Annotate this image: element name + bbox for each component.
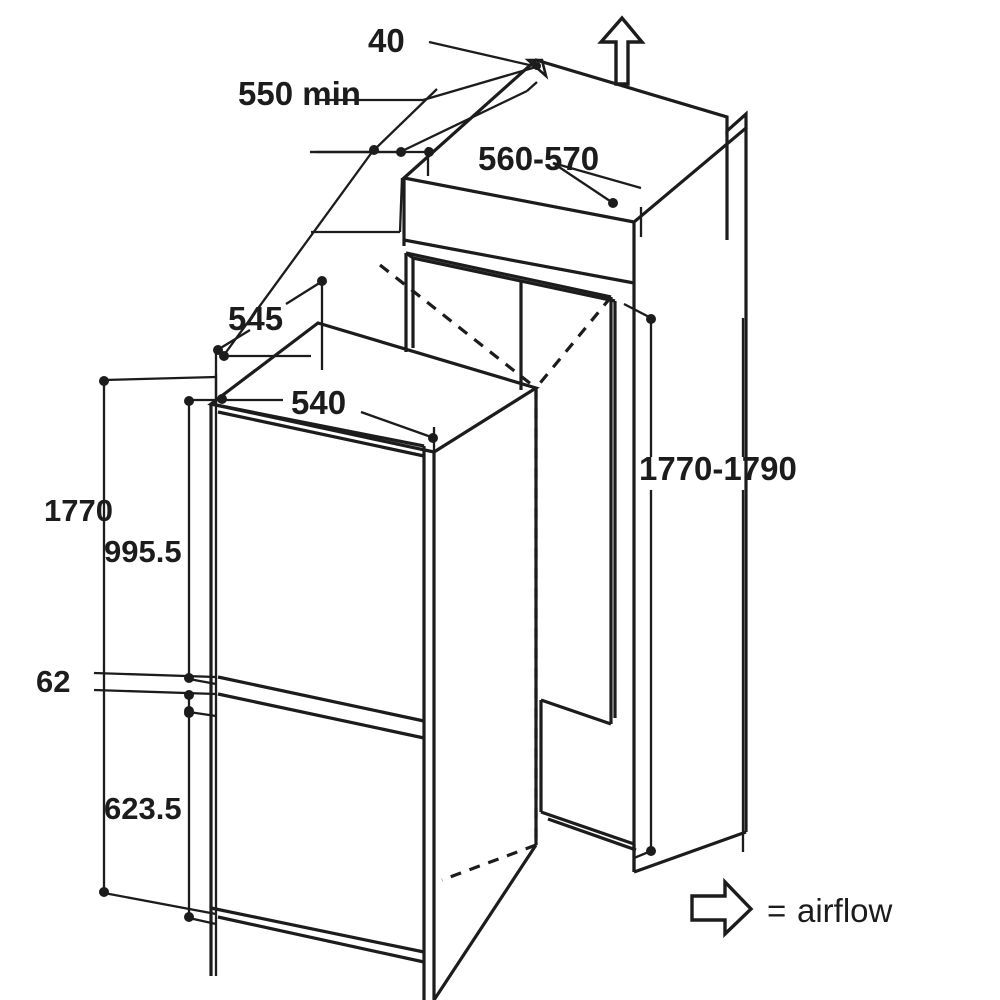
dim-label-545: 545 [228, 300, 283, 337]
dim-label-1770: 1770 [44, 493, 113, 528]
dim-label-995-5: 995.5 [104, 534, 182, 569]
dim-550-min: 550 min [238, 75, 538, 234]
dim-label-623-5: 623.5 [104, 791, 182, 826]
arrow-right-outline-icon [690, 877, 754, 938]
dim-540: 540 [214, 374, 438, 460]
dim-label-540: 540 [291, 384, 346, 421]
hidden-edges-dashed [379, 263, 613, 882]
dim-label-550-min: 550 min [238, 75, 361, 112]
dim-550-min-leader [219, 88, 438, 361]
dim-label-560-570: 560-570 [478, 140, 599, 177]
dim-label-1770-1790: 1770-1790 [639, 450, 797, 487]
dim-995-5: 995.5 [104, 396, 217, 686]
niche-cabinet-outline [400, 58, 748, 874]
dim-560-570: 560-570 [316, 140, 643, 237]
dim-62: 62 [36, 664, 217, 716]
dim-40: 40 [316, 22, 549, 102]
airflow-legend: = airflow [690, 877, 893, 938]
dim-545: 545 [213, 276, 327, 400]
dim-label-40: 40 [368, 22, 405, 59]
legend-airflow-label: airflow [797, 892, 893, 929]
arrow-up-outline-icon [597, 15, 646, 86]
legend-equals-sign: = [767, 892, 786, 929]
dim-1770-1790: 1770-1790 [623, 302, 797, 860]
appliance-body [207, 321, 540, 1000]
dim-label-62: 62 [36, 664, 70, 699]
dim-1770: 1770 [44, 375, 217, 916]
dim-623-5: 623.5 [104, 708, 217, 926]
